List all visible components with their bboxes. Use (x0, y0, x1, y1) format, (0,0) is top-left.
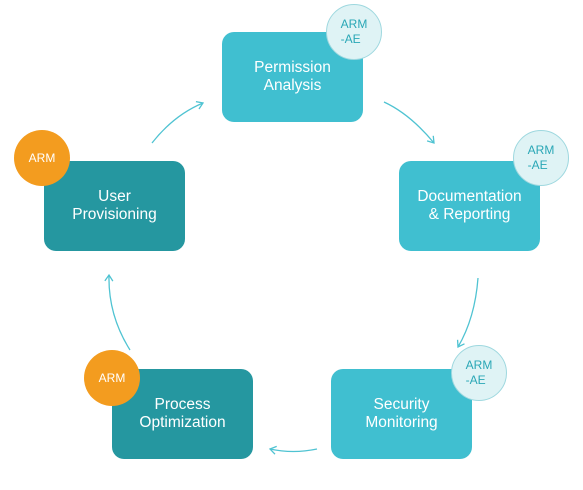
badge-label: ARM -AE (465, 358, 493, 387)
node-permission-analysis: Permission Analysis (222, 32, 363, 122)
badge-arm: ARM (14, 130, 70, 186)
badge-arm: ARM (84, 350, 140, 406)
arrow-security-to-process (268, 445, 318, 455)
arrow-process-to-user (104, 273, 131, 351)
node-label: Security Monitoring (365, 396, 438, 431)
node-security-monitoring: Security Monitoring (331, 369, 472, 459)
node-label: User Provisioning (72, 188, 157, 223)
node-label: Documentation & Reporting (417, 188, 522, 223)
arrow-permission-to-documentation (383, 101, 435, 144)
badge-arm-ae: ARM -AE (513, 130, 569, 186)
badge-arm-ae: ARM -AE (451, 345, 507, 401)
badge-label: ARM -AE (340, 17, 368, 46)
arrow-documentation-to-security (456, 277, 479, 349)
badge-label: ARM (28, 150, 56, 165)
badge-label: ARM (98, 370, 126, 385)
node-label: Process Optimization (139, 396, 226, 431)
node-documentation-reporting: Documentation & Reporting (399, 161, 540, 251)
badge-arm-ae: ARM -AE (326, 4, 382, 60)
node-label: Permission Analysis (254, 59, 331, 94)
arrow-user-to-permission (151, 100, 205, 144)
badge-label: ARM -AE (527, 143, 555, 172)
node-user-provisioning: User Provisioning (44, 161, 185, 251)
